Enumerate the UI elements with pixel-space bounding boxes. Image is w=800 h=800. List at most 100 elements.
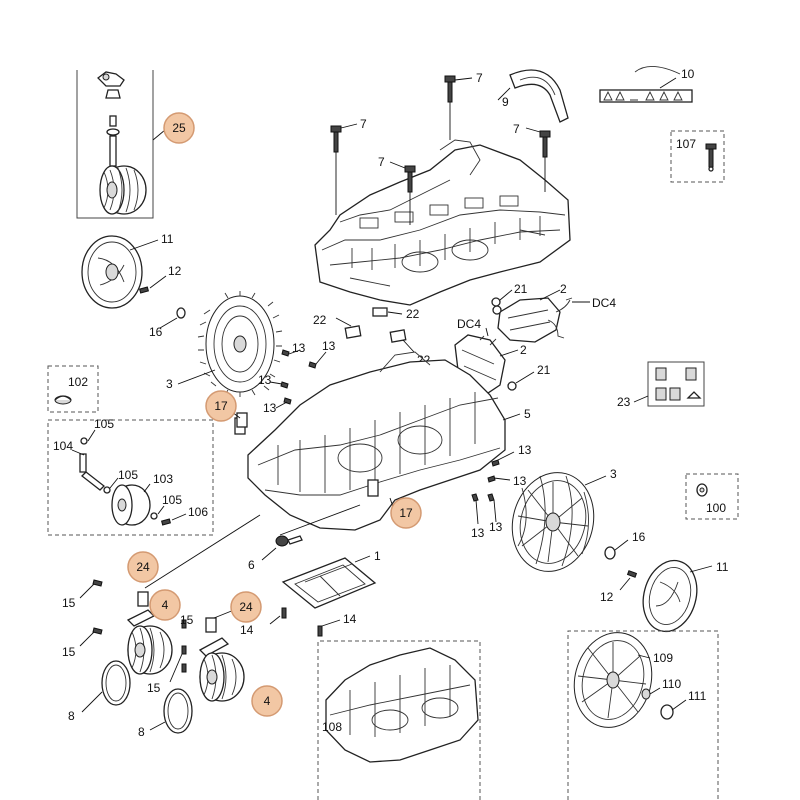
callout-15a: 15 — [62, 596, 76, 610]
box-107 — [670, 130, 725, 183]
cable-6 — [261, 504, 361, 561]
box-102 — [47, 365, 99, 413]
caster-assembly-right — [149, 609, 245, 734]
callout-109: 109 — [653, 651, 673, 665]
callout-12b: 12 — [600, 590, 614, 604]
box-rear-wheel-kit — [47, 419, 214, 536]
hub-cover-11-left — [81, 235, 159, 309]
callout-23: 23 — [617, 395, 631, 409]
callout-11a: 11 — [161, 232, 174, 246]
callout-3b: 3 — [610, 467, 617, 481]
callout-108: 108 — [322, 720, 342, 734]
callout-1: 1 — [374, 549, 381, 563]
box-23 — [633, 361, 705, 407]
screw-12-left — [139, 275, 167, 294]
callout-105a: 105 — [94, 417, 114, 431]
callout-103: 103 — [153, 472, 173, 486]
callout-circle-24b — [230, 591, 262, 623]
callout-22b: 22 — [406, 307, 420, 321]
hub-cover-11-right — [642, 559, 713, 633]
callout-8a: 8 — [68, 709, 75, 723]
callout-dc4b: DC4 — [457, 317, 481, 331]
warning-label-10 — [599, 66, 693, 103]
leader-5 — [502, 413, 521, 421]
callout-13c: 13 — [258, 373, 272, 387]
callout-7b: 7 — [360, 117, 367, 131]
callout-16a: 16 — [149, 325, 163, 339]
washer-21-lower — [507, 381, 517, 391]
caster-assembly-left — [79, 514, 261, 713]
washer-21-upper — [491, 297, 501, 307]
callout-24b: 24 — [239, 600, 253, 614]
upper-body-shell — [314, 139, 571, 306]
callout-11b: 11 — [716, 560, 729, 574]
callout-13e: 13 — [518, 443, 532, 457]
drive-wheel-3-right — [511, 472, 607, 572]
callout-6: 6 — [248, 558, 255, 572]
screws-13 — [269, 349, 515, 525]
callout-13d: 13 — [263, 401, 277, 415]
callout-105c: 105 — [162, 493, 182, 507]
callout-13g: 13 — [471, 526, 485, 540]
callout-14a: 14 — [240, 623, 254, 637]
callout-7c: 7 — [378, 155, 385, 169]
callout-9: 9 — [502, 95, 509, 109]
callout-7d: 7 — [513, 122, 520, 136]
callout-circle-4b — [251, 685, 283, 717]
callout-14b: 14 — [343, 612, 357, 626]
washer-16-right — [604, 539, 629, 560]
callout-15c: 15 — [180, 613, 194, 627]
callout-4b: 4 — [264, 694, 271, 708]
callout-circle-24a — [127, 551, 159, 583]
callout-13b: 13 — [322, 339, 336, 353]
screw-12-right — [619, 570, 638, 591]
callout-2b: 2 — [520, 343, 527, 357]
box-109-111 — [567, 630, 719, 800]
callout-13f: 13 — [513, 474, 527, 488]
handle-9 — [497, 69, 569, 123]
callout-16b: 16 — [632, 530, 646, 544]
callout-107: 107 — [676, 137, 696, 151]
callout-dc4a: DC4 — [592, 296, 616, 310]
callout-100: 100 — [706, 501, 726, 515]
washer-16-left — [159, 307, 186, 329]
front-wheel-box — [76, 70, 166, 219]
callout-7a: 7 — [476, 71, 483, 85]
labels-22 — [335, 307, 415, 353]
callout-5: 5 — [524, 407, 531, 421]
callout-25: 25 — [172, 121, 186, 135]
callout-3a: 3 — [166, 377, 173, 391]
callout-10: 10 — [681, 67, 695, 81]
callout-105b: 105 — [118, 468, 138, 482]
callout-4a: 4 — [162, 598, 169, 612]
screw-7-group — [330, 75, 551, 225]
callout-21b: 21 — [537, 363, 551, 377]
cover-plate-1 — [281, 555, 377, 609]
callout-13a: 13 — [292, 341, 306, 355]
box-100 — [685, 473, 739, 520]
callout-21a: 21 — [514, 282, 528, 296]
callout-8b: 8 — [138, 725, 145, 739]
callout-22a: 22 — [313, 313, 327, 327]
callout-104: 104 — [53, 439, 73, 453]
callout-106: 106 — [188, 505, 208, 519]
callout-24a: 24 — [136, 560, 150, 574]
callout-circle-25 — [163, 112, 195, 144]
callout-15d: 15 — [147, 681, 161, 695]
wheel-motor-2-upper — [492, 289, 590, 343]
callout-circle-17a — [205, 390, 237, 422]
callout-12a: 12 — [168, 264, 182, 278]
callout-102: 102 — [68, 375, 88, 389]
callout-110: 110 — [662, 677, 681, 691]
box-108 — [317, 640, 481, 800]
screws-14 — [269, 607, 341, 637]
callout-111: 111 — [688, 689, 707, 703]
callout-circle-17b — [390, 497, 422, 529]
callout-circle-4a — [149, 589, 181, 621]
chassis-lower-body — [234, 351, 506, 531]
drive-wheel-3-left — [177, 291, 283, 397]
callout-15b: 15 — [62, 645, 76, 659]
callout-17b: 17 — [399, 506, 413, 520]
callout-17a: 17 — [214, 399, 228, 413]
